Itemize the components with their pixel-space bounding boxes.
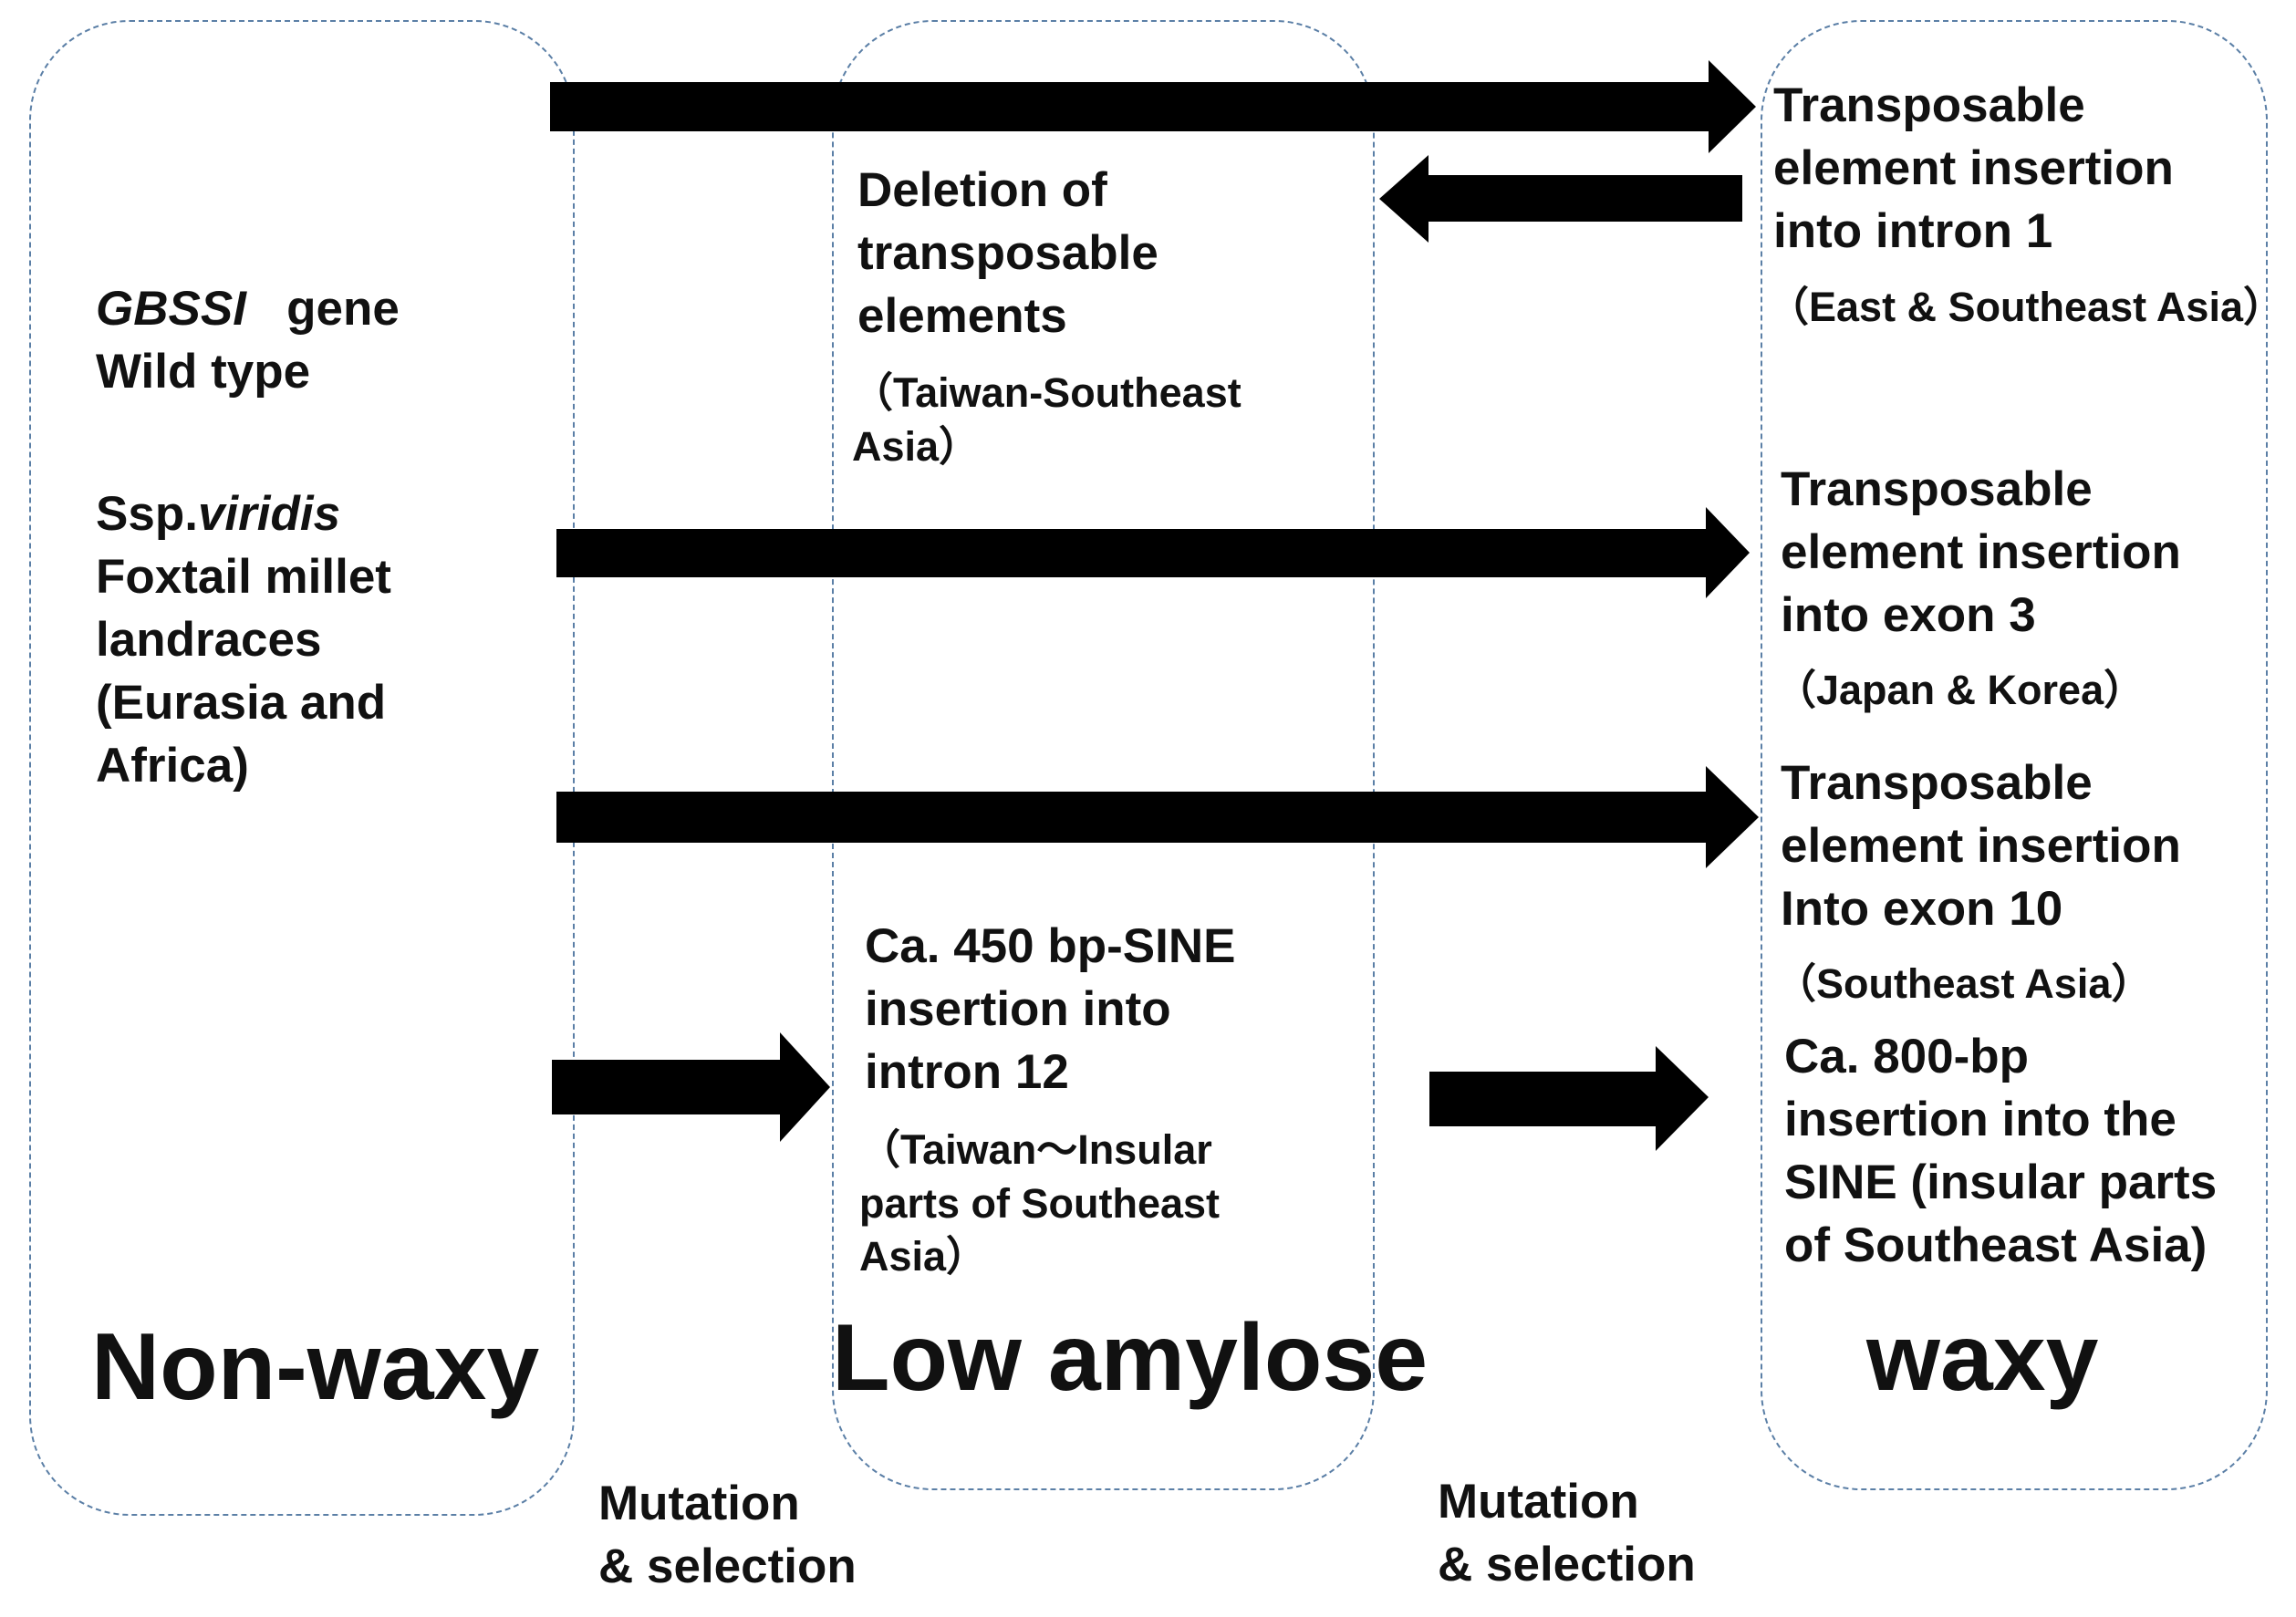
- ssp-prefix: Ssp.: [96, 487, 198, 541]
- wild-type-description: Ssp.viridis Foxtail millet landraces (Eu…: [96, 483, 391, 797]
- sine-region: （Taiwan～Insular parts of Southeast Asia）: [859, 1124, 1220, 1284]
- exon3-region: （Japan & Korea）: [1775, 667, 2145, 713]
- exon10-region: （Southeast Asia）: [1775, 960, 2153, 1007]
- waxy-column-box: [1761, 20, 2268, 1490]
- exon3-description: Transposable element insertion into exon…: [1781, 459, 2181, 648]
- low-amylose-label: Low amylose: [832, 1305, 1429, 1411]
- arrow-deletion-from-intron1: [1379, 155, 1742, 243]
- gene-suffix: gene: [286, 282, 400, 336]
- mutation-selection-right: Mutation & selection: [1438, 1471, 1696, 1597]
- mutation-left-line-2: & selection: [598, 1539, 857, 1593]
- gene-name: GBSSI: [96, 282, 246, 336]
- arrow-nonwaxy-to-waxy-exon3: [556, 507, 1750, 598]
- intron1-description: Transposable element insertion into intr…: [1773, 75, 2174, 264]
- exon3-line-3: into exon 3: [1781, 587, 2036, 642]
- exon10-description: Transposable element insertion Into exon…: [1781, 752, 2181, 941]
- arrow-nonwaxy-to-waxy-intron1: [550, 60, 1756, 153]
- gene-label: GBSSI gene Wild type: [96, 278, 400, 404]
- exon10-line-1: Transposable: [1781, 756, 2093, 810]
- mutation-right-line-1: Mutation: [1438, 1475, 1639, 1529]
- insertion800-description: Ca. 800-bp insertion into the SINE (insu…: [1784, 1026, 2217, 1278]
- wild-type-label: Wild type: [96, 344, 311, 399]
- deletion-line-2: transposable: [857, 225, 1158, 280]
- sine-line-2: insertion into: [865, 981, 1171, 1036]
- mutation-right-line-2: & selection: [1438, 1537, 1696, 1591]
- sine-region-line-2: parts of Southeast: [859, 1179, 1221, 1227]
- deletion-region-line-1: （Taiwan-Southeast: [852, 369, 1242, 416]
- deletion-line-1: Deletion of: [857, 163, 1107, 217]
- exon3-line-2: element insertion: [1781, 524, 2181, 579]
- exon10-line-3: Into exon 10: [1781, 881, 2063, 936]
- mutation-left-line-1: Mutation: [598, 1477, 800, 1530]
- low-amylose-column-box: [832, 20, 1375, 1490]
- non-waxy-column-box: [29, 20, 575, 1516]
- sine-description: Ca. 450 bp-SINE insertion into intron 12: [865, 916, 1235, 1104]
- intron1-line-3: into intron 1: [1773, 203, 2053, 258]
- sine-line-1: Ca. 450 bp-SINE: [865, 919, 1236, 973]
- insertion800-line-2: insertion into the: [1784, 1092, 2177, 1146]
- intron1-line-2: element insertion: [1773, 140, 2174, 195]
- deletion-region-line-2: Asia）: [852, 422, 981, 470]
- intron1-line-1: Transposable: [1773, 78, 2085, 132]
- insertion800-line-3: SINE (insular parts: [1784, 1155, 2218, 1209]
- sine-region-line-1: （Taiwan～Insular: [859, 1126, 1212, 1173]
- deletion-region: （Taiwan-Southeast Asia）: [852, 367, 1242, 473]
- waxy-label: waxy: [1866, 1305, 2099, 1411]
- insertion800-line-4: of Southeast Asia): [1784, 1218, 2208, 1272]
- landrace-line-1: Foxtail millet: [96, 549, 391, 604]
- landrace-line-3: (Eurasia and: [96, 675, 387, 730]
- deletion-line-3: elements: [857, 288, 1067, 343]
- intron1-region: （East & Southeast Asia）: [1768, 284, 2284, 330]
- ssp-name: viridis: [197, 487, 341, 541]
- arrow-nonwaxy-to-low-amylose: [552, 1032, 830, 1142]
- insertion800-line-1: Ca. 800-bp: [1784, 1030, 2030, 1083]
- non-waxy-label: Non-waxy: [91, 1314, 540, 1420]
- deletion-description: Deletion of transposable elements: [857, 160, 1158, 348]
- arrow-nonwaxy-to-waxy-exon10: [556, 766, 1759, 868]
- exon10-line-2: element insertion: [1781, 818, 2181, 873]
- landrace-line-2: landraces: [96, 612, 322, 667]
- exon3-line-1: Transposable: [1781, 462, 2093, 516]
- sine-region-line-3: Asia）: [859, 1233, 988, 1280]
- sine-line-3: intron 12: [865, 1044, 1069, 1099]
- arrow-low-amylose-to-waxy: [1429, 1046, 1709, 1151]
- mutation-selection-left: Mutation & selection: [598, 1473, 857, 1599]
- landrace-line-4: Africa): [96, 738, 249, 793]
